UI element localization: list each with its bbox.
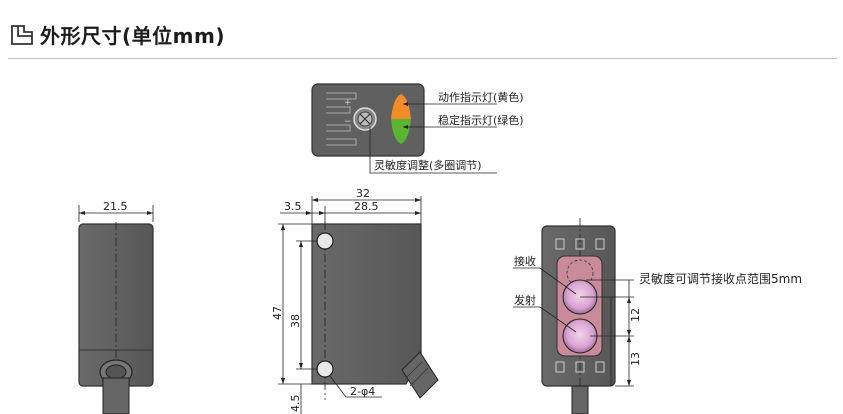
lens-view: 接收 发射 灵敏度可调节接收点范围5mm 12 13 xyxy=(513,218,802,414)
header-divider xyxy=(8,58,837,59)
bottom-dim: 4.5 xyxy=(289,395,302,413)
range-label: 灵敏度可调节接收点范围5mm xyxy=(639,271,802,286)
mount-hole-icon xyxy=(316,360,334,378)
page-title: 外形尺寸(单位mm) xyxy=(40,24,225,48)
section-header: 外形尺寸(单位mm) xyxy=(0,0,843,62)
dimensions-icon xyxy=(11,25,33,45)
front-view: 32 3.5 28.5 47 38 4.5 2-φ4 xyxy=(271,187,439,414)
side-view: 21.5 xyxy=(78,200,154,414)
offset-dim: 3.5 xyxy=(284,200,302,213)
hole-spacing-w-dim: 28.5 xyxy=(354,200,379,213)
hole-spacing-h-dim: 38 xyxy=(289,314,302,328)
mount-hole-icon xyxy=(316,232,334,250)
overall-width-dim: 32 xyxy=(356,187,370,200)
emitter-label: 发射 xyxy=(514,293,536,307)
svg-text:+: + xyxy=(344,98,352,108)
top-view: + − 动作指示灯(黄色) 稳定指示灯(绿色) 灵敏度调整(多圈调节) xyxy=(311,83,524,174)
stable-led-icon xyxy=(391,119,411,144)
sensitivity-label: 灵敏度调整(多圈调节) xyxy=(374,158,482,172)
upper-dim: 12 xyxy=(629,308,642,322)
lower-dim: 13 xyxy=(629,352,642,366)
action-led-label: 动作指示灯(黄色) xyxy=(438,90,524,104)
hole-note: 2-φ4 xyxy=(350,385,375,398)
side-width-dim: 21.5 xyxy=(103,200,128,213)
height-dim: 47 xyxy=(271,306,284,320)
stable-led-label: 稳定指示灯(绿色) xyxy=(438,113,524,127)
receiver-label: 接收 xyxy=(514,254,536,268)
svg-text:−: − xyxy=(344,117,352,127)
action-led-icon xyxy=(391,94,411,119)
